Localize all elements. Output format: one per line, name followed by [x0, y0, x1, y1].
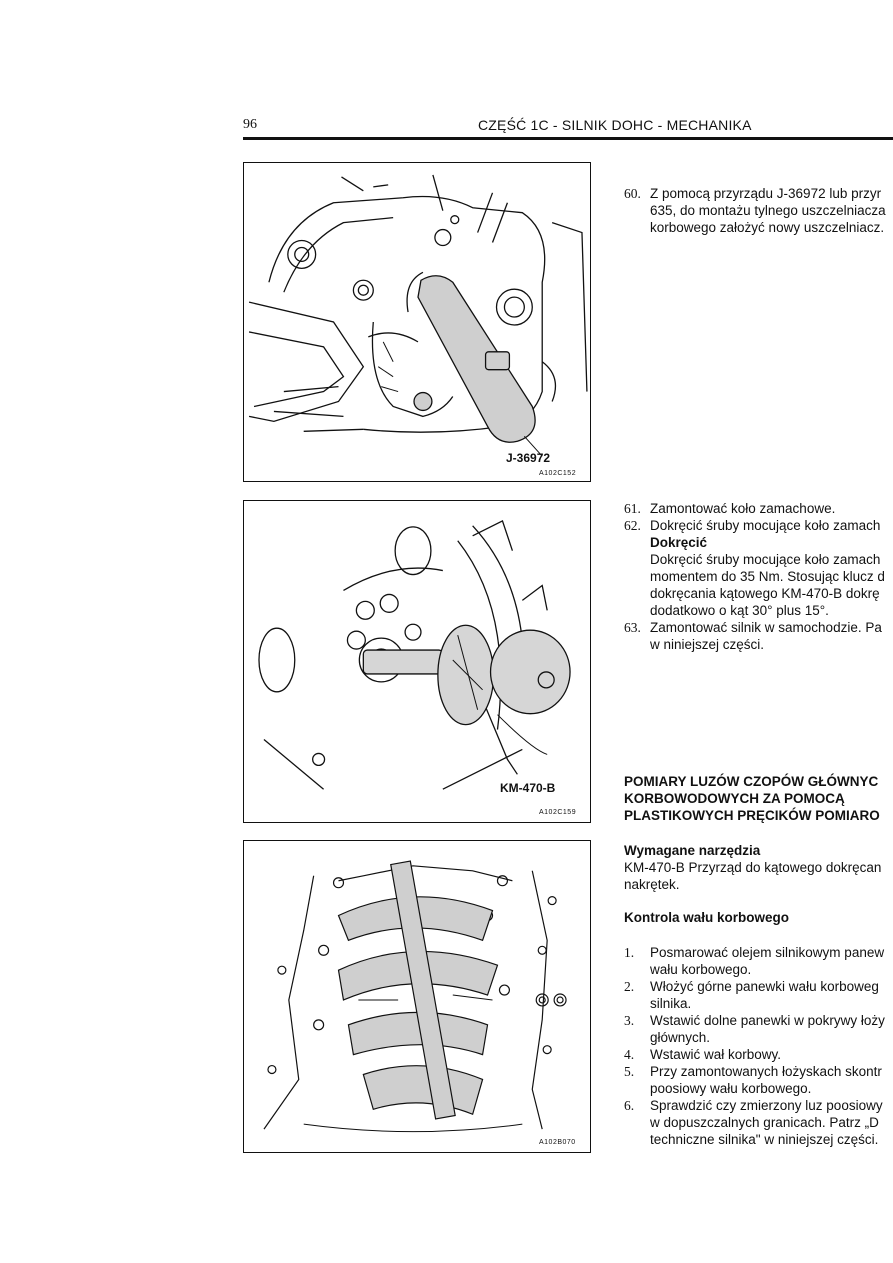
step-text-line: w niniejszej części. [650, 637, 765, 652]
crankshaft-check-heading: Kontrola wału korbowego [624, 909, 893, 926]
section-heading-line: POMIARY LUZÓW CZOPÓW GŁÓWNYC [624, 774, 879, 789]
figure-rear-seal-installer: J-36972 A102C152 [243, 162, 591, 482]
figure-code: A102B070 [539, 1139, 576, 1146]
step-text-line: Z pomocą przyrządu J-36972 lub przyr [650, 186, 882, 201]
step-number: 3. [624, 1013, 635, 1028]
step-item: 5. Przy zamontowanych łożyskach skontr p… [624, 1063, 893, 1097]
step-item: 4. Wstawić wał korbowy. [624, 1046, 893, 1063]
step-60-block: 60. Z pomocą przyrządu J-36972 lub przyr… [624, 185, 893, 236]
figure-crankshaft: A102B070 [243, 840, 591, 1153]
torque-subheading: Dokręcić [650, 535, 708, 550]
step-text-line: poosiowy wału korbowego. [650, 1081, 812, 1096]
step-item: 2. Włożyć górne panewki wału korboweg si… [624, 978, 893, 1012]
figure-code: A102C159 [539, 809, 577, 816]
required-tools: Wymagane narzędzia KM-470-B Przyrząd do … [624, 842, 893, 893]
step-number: 5. [624, 1064, 635, 1079]
step-item: 62. Dokręcić śruby mocujące koło zamach … [624, 517, 893, 619]
crankshaft-drawing [263, 860, 567, 1133]
page-number: 96 [243, 117, 257, 132]
step-number: 1. [624, 945, 635, 960]
step-text-line: momentem do 35 Nm. Stosując klucz d [650, 569, 885, 584]
step-text-line: wału korbowego. [650, 962, 752, 977]
step-number: 63. [624, 620, 641, 635]
step-item: 3. Wstawić dolne panewki w pokrywy łoży … [624, 1012, 893, 1046]
tools-text-line: nakrętek. [624, 877, 680, 892]
step-text-line: Dokręcić śruby mocujące koło zamach [650, 552, 881, 567]
figure-flywheel-torque: KM-470-B A102C159 [243, 500, 591, 823]
step-number: 61. [624, 501, 641, 516]
step-text-line: Zamontować silnik w samochodzie. Pa [650, 620, 882, 635]
step-text-line: Sprawdzić czy zmierzony luz poosiowy [650, 1098, 883, 1113]
tool-label-km470b: KM-470-B [500, 781, 556, 795]
step-text-line: Przy zamontowanych łożyskach skontr [650, 1064, 882, 1079]
step-number: 4. [624, 1047, 635, 1062]
step-text-line: techniczne silnika" w niniejszej części. [650, 1132, 879, 1147]
step-text-line: w dopuszczalnych granicach. Patrz „D [650, 1115, 879, 1130]
header-rule [243, 137, 893, 140]
tools-heading: Wymagane narzędzia [624, 843, 761, 858]
section-heading-line: KORBOWODOWYCH ZA POMOCĄ [624, 791, 845, 806]
step-text-line: Włożyć górne panewki wału korboweg [650, 979, 879, 994]
running-header: CZĘŚĆ 1C - SILNIK DOHC - MECHANIKA [478, 117, 752, 133]
step-text-line: silnika. [650, 996, 692, 1011]
step-text-line: dodatkowo o kąt 30° plus 15°. [650, 603, 829, 618]
step-text-line: Dokręcić śruby mocujące koło zamach [650, 518, 881, 533]
step-number: 2. [624, 979, 635, 994]
tool-label-j36972: J-36972 [506, 451, 551, 465]
step-text-line: korbowego założyć nowy uszczelniacz. [650, 220, 885, 235]
flywheel-torque-drawing [258, 519, 571, 790]
step-item: 60. Z pomocą przyrządu J-36972 lub przyr… [624, 185, 893, 236]
step-text-line: Wstawić wał korbowy. [650, 1047, 782, 1062]
crankshaft-check-steps: 1. Posmarować olejem silnikowym panew wa… [624, 944, 893, 1148]
step-text-line: 635, do montażu tylnego uszczelniacza [650, 203, 886, 218]
step-item: 1. Posmarować olejem silnikowym panew wa… [624, 944, 893, 978]
step-item: 63. Zamontować silnik w samochodzie. Pa … [624, 619, 893, 653]
step-text-line: głównych. [650, 1030, 711, 1045]
step-text-line: Zamontować koło zamachowe. [650, 501, 836, 516]
step-item: 61. Zamontować koło zamachowe. [624, 500, 893, 517]
step-number: 62. [624, 518, 641, 533]
tools-text-line: KM-470-B Przyrząd do kątowego dokręcan [624, 860, 882, 875]
section-heading-line: PLASTIKOWYCH PRĘCIKÓW POMIARO [624, 808, 880, 823]
steps-61-63-block: 61. Zamontować koło zamachowe. 62. Dokrę… [624, 500, 893, 653]
section-heading: POMIARY LUZÓW CZOPÓW GŁÓWNYC KORBOWODOWY… [624, 773, 893, 824]
step-text-line: Posmarować olejem silnikowym panew [650, 945, 885, 960]
step-number: 6. [624, 1098, 635, 1113]
step-item: 6. Sprawdzić czy zmierzony luz poosiowy … [624, 1097, 893, 1148]
figure-code: A102C152 [539, 470, 577, 477]
step-text-line: dokręcania kątowego KM-470-B dokrę [650, 586, 880, 601]
step-number: 60. [624, 186, 641, 201]
rear-seal-installer-drawing [248, 174, 588, 457]
check-heading: Kontrola wału korbowego [624, 910, 790, 925]
step-text-line: Wstawić dolne panewki w pokrywy łoży [650, 1013, 885, 1028]
